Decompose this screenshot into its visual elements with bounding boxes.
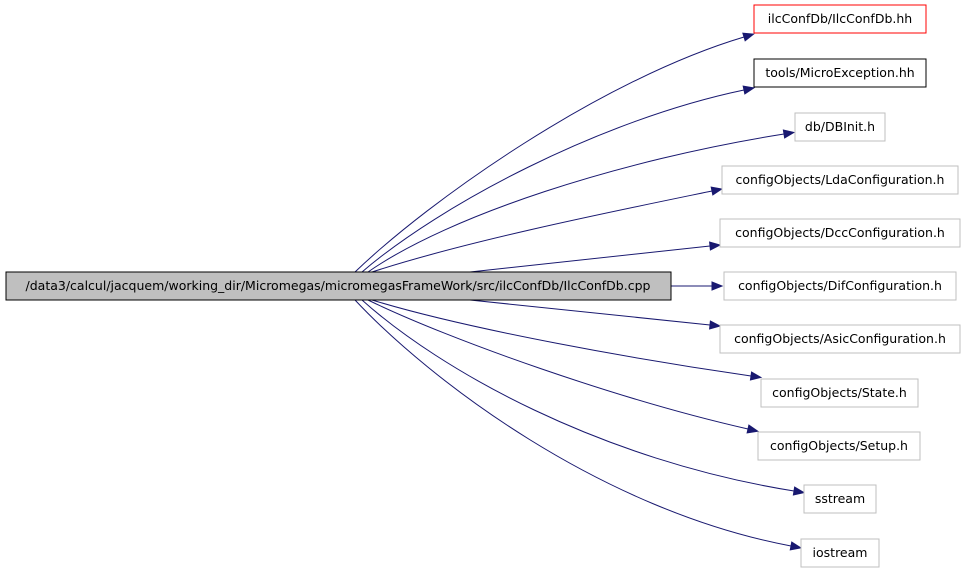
include-dbinit-h-node[interactable]: db/DBInit.h [794, 112, 886, 142]
include-microexception-hh-box [753, 58, 927, 88]
include-ldaconfiguration-h-box [721, 165, 959, 195]
edge-to-include-sstream [361, 299, 795, 492]
include-dccconfiguration-h-label: configObjects/DccConfiguration.h [735, 225, 945, 240]
include-setup-h-box [757, 431, 921, 461]
arrowhead-include-state-h [749, 371, 763, 381]
include-iostream-label: iostream [813, 545, 868, 560]
include-microexception-hh-node[interactable]: tools/MicroException.hh [753, 58, 927, 88]
edge-to-include-microexception-hh [361, 89, 745, 273]
arrowhead-include-dccconfiguration-h [709, 241, 722, 251]
include-asicconfiguration-h-box [719, 324, 961, 354]
arrowhead-include-dbinit-h [782, 129, 796, 139]
nodes: /data3/calcul/jacquem/working_dir/Microm… [5, 4, 961, 568]
arrowhead-include-difconfiguration-h [711, 281, 724, 291]
include-sstream-box [803, 484, 877, 514]
include-dbinit-h-label: db/DBInit.h [805, 119, 875, 134]
include-iostream-node[interactable]: iostream [800, 538, 880, 568]
include-difconfiguration-h-label: configObjects/DifConfiguration.h [738, 278, 942, 293]
include-setup-h-node[interactable]: configObjects/Setup.h [757, 431, 921, 461]
include-asicconfiguration-h-node[interactable]: configObjects/AsicConfiguration.h [719, 324, 961, 354]
include-iostream-box [800, 538, 880, 568]
include-sstream-node[interactable]: sstream [803, 484, 877, 514]
include-asicconfiguration-h-label: configObjects/AsicConfiguration.h [734, 331, 946, 346]
include-sstream-label: sstream [815, 491, 865, 506]
edge-to-include-asicconfiguration-h [469, 299, 711, 326]
edge-to-include-dccconfiguration-h [469, 245, 711, 273]
arrowhead-include-ilcconfdb-hh [742, 32, 755, 42]
include-ldaconfiguration-h-label: configObjects/LdaConfiguration.h [736, 172, 945, 187]
include-ilcconfdb-hh-node[interactable]: ilcConfDb/IlcConfDb.hh [753, 4, 927, 34]
arrowhead-include-sstream [792, 486, 806, 496]
edge-to-include-setup-h [367, 299, 749, 430]
arrowhead-include-setup-h [746, 424, 760, 434]
source-file-node[interactable]: /data3/calcul/jacquem/working_dir/Microm… [5, 271, 672, 301]
arrowhead-include-asicconfiguration-h [709, 320, 722, 330]
include-state-h-label: configObjects/State.h [772, 385, 907, 400]
include-difconfiguration-h-box [723, 271, 957, 301]
edge-to-include-ilcconfdb-hh [354, 36, 745, 273]
edge-to-include-state-h [371, 299, 752, 377]
include-dccconfiguration-h-box [719, 218, 961, 248]
arrowhead-include-microexception-hh [742, 85, 756, 95]
include-dbinit-h-box [794, 112, 886, 142]
include-microexception-hh-label: tools/MicroException.hh [765, 65, 914, 80]
source-file-label: /data3/calcul/jacquem/working_dir/Microm… [26, 278, 651, 293]
include-state-h-box [760, 378, 919, 408]
include-difconfiguration-h-node[interactable]: configObjects/DifConfiguration.h [723, 271, 957, 301]
include-ldaconfiguration-h-node[interactable]: configObjects/LdaConfiguration.h [721, 165, 959, 195]
include-state-h-node[interactable]: configObjects/State.h [760, 378, 919, 408]
arrowhead-include-iostream [789, 541, 803, 551]
edge-to-include-iostream [354, 299, 792, 547]
include-ilcconfdb-hh-label: ilcConfDb/IlcConfDb.hh [768, 11, 912, 26]
include-setup-h-label: configObjects/Setup.h [770, 438, 908, 453]
edge-to-include-dbinit-h [367, 133, 785, 273]
edges [354, 32, 806, 551]
include-ilcconfdb-hh-box [753, 4, 927, 34]
edge-to-include-ldaconfiguration-h [371, 190, 713, 273]
include-dccconfiguration-h-node[interactable]: configObjects/DccConfiguration.h [719, 218, 961, 248]
arrowhead-include-ldaconfiguration-h [710, 186, 724, 196]
